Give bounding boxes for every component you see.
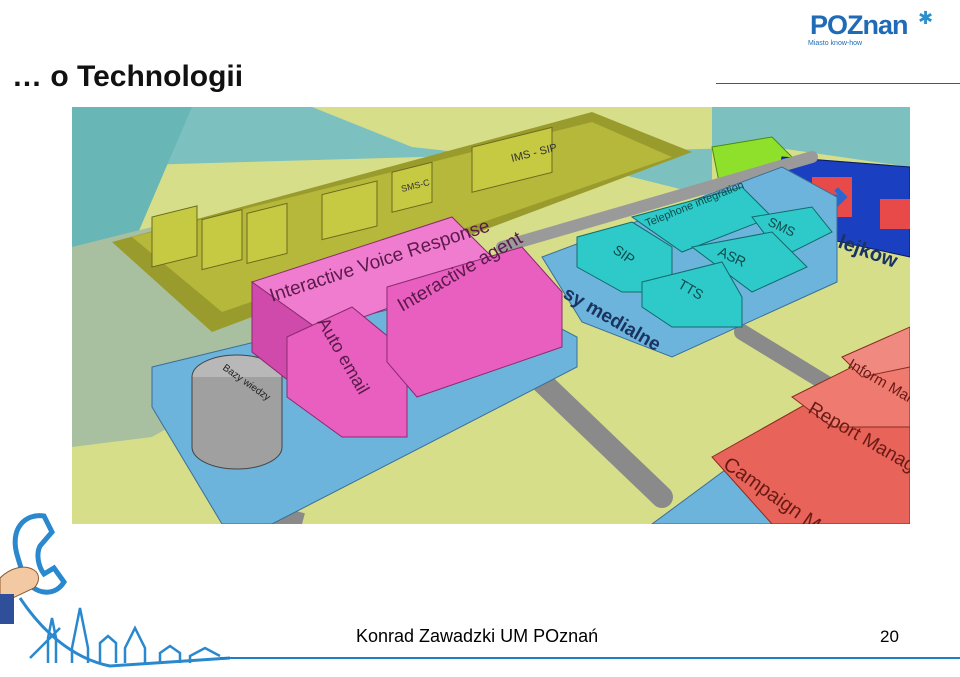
city-skyline-icon — [30, 608, 220, 663]
phone-cityscape-art — [0, 508, 230, 677]
page-number: 20 — [880, 627, 899, 647]
title-divider — [716, 83, 960, 84]
olive-module — [152, 206, 197, 267]
olive-module — [202, 210, 242, 270]
logo-wordmark: POZnan — [810, 10, 908, 41]
technology-diagram: IMS - SIP SMS-C sy medialne lejkow Bazy … — [72, 107, 910, 524]
footer-divider — [220, 657, 960, 659]
logo-tagline: Miasto know-how — [808, 40, 862, 47]
sleeve-shape — [0, 594, 14, 624]
slide-title: … o Technologii — [12, 60, 243, 94]
blue-box-panel — [880, 199, 910, 229]
olive-module — [247, 203, 287, 263]
poznan-logo: POZnan ✱ Miasto know-how — [806, 8, 936, 52]
logo-star-icon: ✱ — [918, 8, 933, 29]
footer-author: Konrad Zawadzki UM POznań — [356, 626, 598, 647]
